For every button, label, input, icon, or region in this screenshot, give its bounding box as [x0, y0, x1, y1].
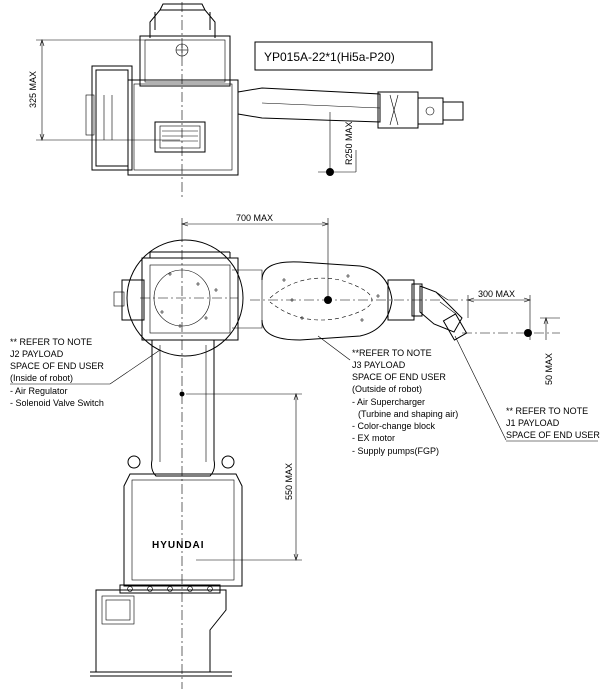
- model-label-box: [254, 41, 433, 71]
- note-j3-item-3: - Color-change block: [352, 421, 436, 431]
- robot-base-torso: [123, 473, 243, 587]
- top-view: YP015A-22*1(Hi5a-P20): [28, 2, 464, 200]
- note-j3-item-1: - Air Supercharger: [352, 397, 425, 407]
- note-j3-item-2: (Turbine and shaping air): [358, 409, 458, 419]
- model-label: YP015A-22*1(Hi5a-P20): [264, 50, 395, 64]
- note-j1-line-3: SPACE OF END USER: [506, 430, 600, 440]
- note-j3-item-4: - EX motor: [352, 433, 395, 443]
- dim-325-max: 325 MAX: [28, 71, 38, 108]
- j2-payload-circle: [126, 239, 244, 357]
- note-j2-item-1: - Air Regulator: [10, 386, 68, 396]
- robot-pedestal: [95, 589, 227, 673]
- payload-texture-marks: [160, 272, 380, 328]
- top-main-body: [127, 79, 239, 176]
- dim-550-max: 550 MAX: [284, 463, 294, 500]
- dim-700-max: 700 MAX: [236, 213, 273, 223]
- note-j1: ** REFER TO NOTE J1 PAYLOAD SPACE OF END…: [454, 335, 600, 442]
- j3-centre-marker: [324, 296, 332, 304]
- dim-50-max: 50 MAX: [544, 353, 554, 385]
- note-j2-line-3: SPACE OF END USER: [10, 361, 104, 371]
- note-j2-line-1: ** REFER TO NOTE: [10, 337, 92, 347]
- brand-logo-text: HYUNDAI: [152, 540, 205, 551]
- note-j2: ** REFER TO NOTE J2 PAYLOAD SPACE OF END…: [10, 337, 161, 408]
- note-j3-line-1: **REFER TO NOTE: [352, 348, 432, 358]
- lower-arm: [151, 340, 215, 477]
- top-tcp-marker: [326, 168, 334, 176]
- j3-payload-arm: [261, 261, 393, 341]
- note-j3-line-3: SPACE OF END USER: [352, 372, 446, 382]
- note-j3: **REFER TO NOTE J3 PAYLOAD SPACE OF END …: [317, 335, 458, 456]
- front-tcp-marker: [524, 329, 532, 337]
- note-j3-item-5: - Supply pumps(FGP): [352, 446, 439, 456]
- note-j2-item-2: - Solenoid Valve Switch: [10, 398, 104, 408]
- brand-logo: HYUNDAI: [152, 540, 205, 551]
- dim-r250-max: R250 MAX: [344, 121, 354, 165]
- front-view: 700 MAX 300 MAX 50 MA: [90, 213, 560, 689]
- note-j3-line-2: J3 PAYLOAD: [352, 360, 406, 370]
- note-j2-line-4: (Inside of robot): [10, 373, 73, 383]
- note-j1-line-2: J1 PAYLOAD: [506, 418, 560, 428]
- note-j2-line-2: J2 PAYLOAD: [10, 349, 64, 359]
- bell-cup-head: [419, 285, 463, 333]
- top-motor-housing: [149, 3, 216, 38]
- note-j3-line-4: (Outside of robot): [352, 384, 422, 394]
- j2-housing: [141, 257, 239, 341]
- dim-300-max: 300 MAX: [478, 289, 515, 299]
- note-j1-line-1: ** REFER TO NOTE: [506, 406, 588, 416]
